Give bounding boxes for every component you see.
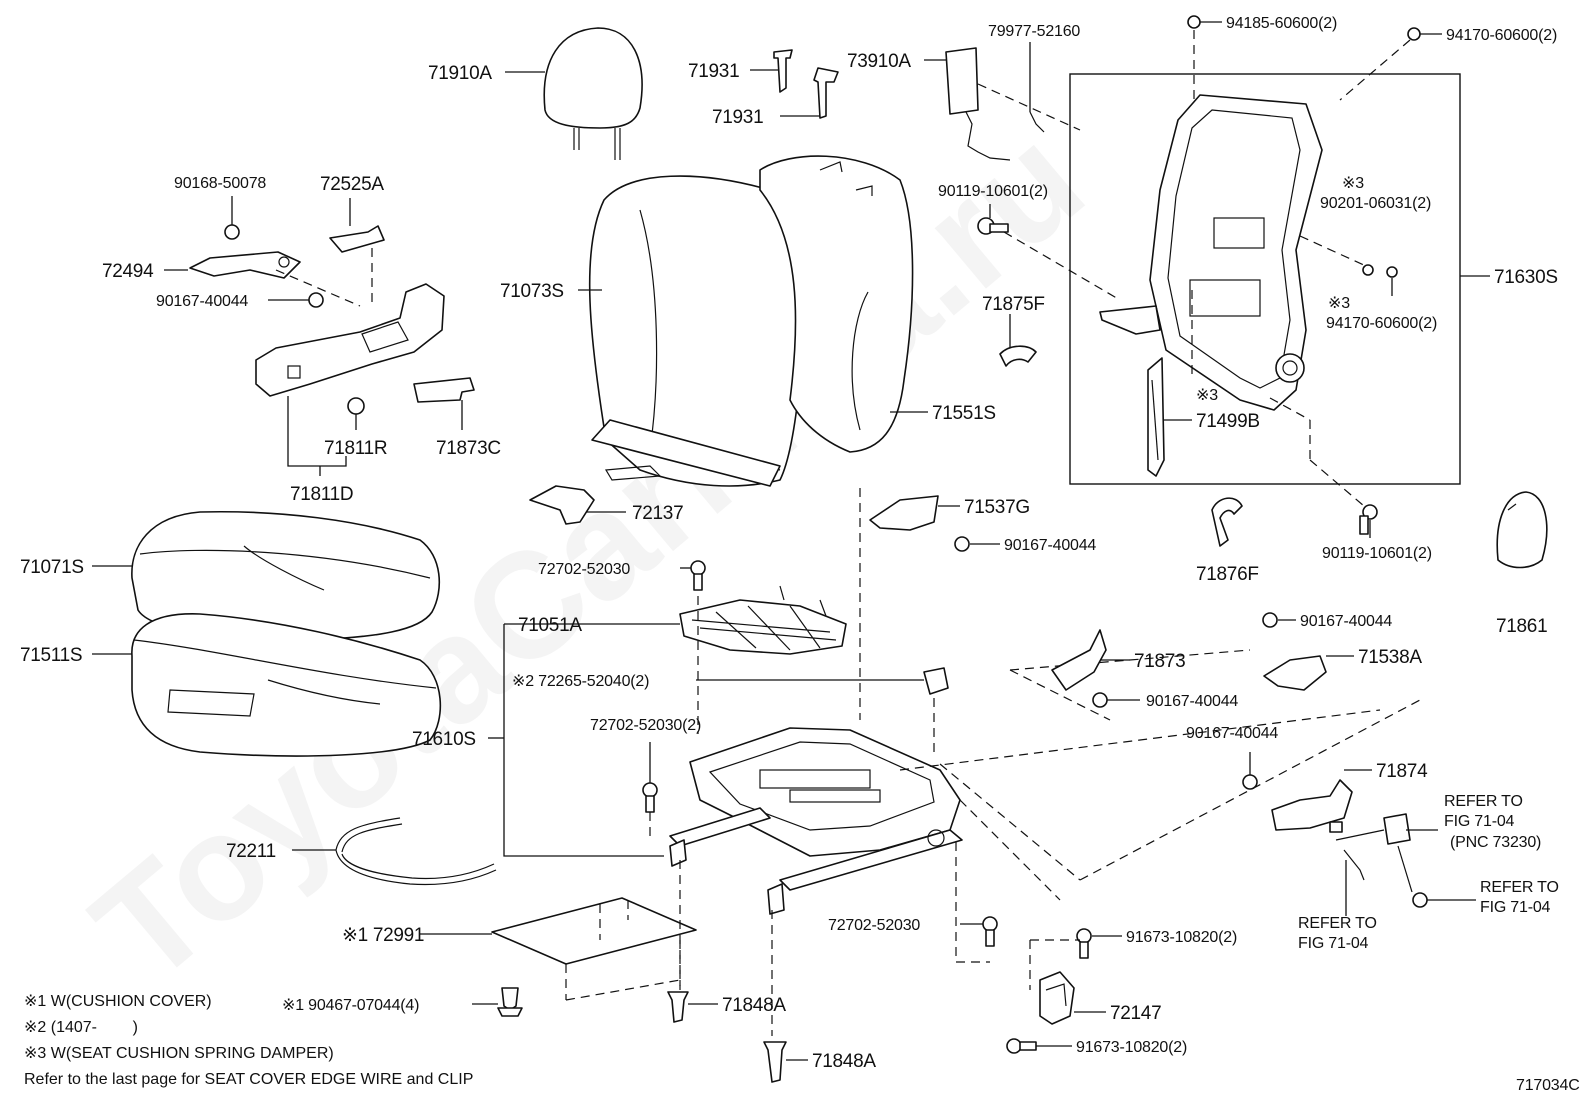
label-94170-60600-top: 94170-60600(2) [1446, 27, 1557, 44]
footnote-4: Refer to the last page for SEAT COVER ED… [24, 1071, 473, 1088]
bracket-cover-icon [1211, 497, 1243, 547]
label-71511S: 71511S [20, 645, 82, 666]
wire-icon [335, 817, 497, 886]
label-90167-40044-center: 90167-40044 [1004, 537, 1096, 554]
headrest-icon [543, 27, 643, 160]
cushion-pad-icon [131, 613, 442, 757]
label-73910A: 73910A [847, 51, 911, 72]
bracket-icon [1242, 774, 1353, 831]
recliner-cover-icon [189, 225, 475, 403]
headrest-guide-icon [773, 49, 839, 119]
label-72702-52030-mid: 72702-52030(2) [590, 717, 701, 734]
label-71848A-lower: 71848A [812, 1051, 876, 1072]
label-90167-40044-left: 90167-40044 [156, 293, 248, 310]
label-71931-upper: 71931 [688, 61, 739, 82]
label-71873C: 71873C [436, 438, 501, 459]
label-71876F: 71876F [1196, 564, 1259, 585]
label-72702-52030-bottom: 72702-52030 [828, 917, 920, 934]
seatback-frame-box [1069, 73, 1461, 485]
recliner-knob-icon [1496, 491, 1548, 569]
label-91673-10820-lower: 91673-10820(2) [1076, 1039, 1187, 1056]
label-71537G: 71537G [964, 497, 1030, 518]
cushion-cover-icon [131, 510, 441, 641]
label-71551S: 71551S [932, 403, 996, 424]
label-71499B-mark: ※3 [1196, 387, 1218, 404]
seatback-cover-icon [588, 175, 804, 487]
label-90119-10601-lower: 90119-10601(2) [1322, 545, 1432, 562]
label-72494: 72494 [102, 261, 154, 282]
refer-label-2b: FIG 71-04 [1298, 935, 1369, 952]
label-71910A: 71910A [428, 63, 492, 84]
refer-label-1b: FIG 71-04 [1444, 813, 1515, 830]
washer-icon [1362, 264, 1398, 278]
refer-label-2a: REFER TO [1298, 915, 1377, 932]
seatback-frame-icon [1099, 94, 1323, 411]
label-90167-40044-right3: 90167-40044 [1186, 725, 1278, 742]
bracket-icon [1006, 928, 1092, 1054]
label-94170-60600-mid: 94170-60600(2) [1326, 315, 1437, 332]
label-71051A: 71051A [518, 615, 582, 636]
label-94185-60600: 94185-60600(2) [1226, 15, 1337, 32]
label-71811D: 71811D [290, 484, 353, 505]
footnote-3: ※3 W(SEAT CUSHION SPRING DAMPER) [24, 1045, 334, 1062]
seatback-pad-icon [759, 155, 914, 453]
seatbelt-buckle-icon [1329, 813, 1428, 908]
label-71873: 71873 [1134, 651, 1185, 672]
label-90168-50078: 90168-50078 [174, 175, 266, 192]
label-71071S: 71071S [20, 557, 84, 578]
label-71499B: 71499B [1196, 411, 1260, 432]
label-71875F: 71875F [982, 294, 1045, 315]
side-airbag-icon [945, 47, 1045, 161]
label-72137: 72137 [632, 503, 683, 524]
label-72265-52040: ※2 72265-52040(2) [512, 673, 649, 690]
inner-cover-icon [869, 495, 970, 552]
pin-icon [667, 991, 787, 1083]
refer-label-1a: REFER TO [1444, 793, 1523, 810]
bracket-cover-icon [999, 345, 1037, 367]
label-90167-40044-right1: 90167-40044 [1300, 613, 1392, 630]
bolt-icon [977, 217, 1009, 235]
refer-label-3b: FIG 71-04 [1480, 899, 1551, 916]
label-94170-mark: ※3 [1328, 295, 1350, 312]
label-90119-10601-upper: 90119-10601(2) [938, 183, 1048, 200]
label-71874: 71874 [1376, 761, 1428, 782]
bracket-icon [1262, 612, 1327, 691]
label-71610S: 71610S [412, 729, 476, 750]
label-90467-07044: ※1 90467-07044(4) [282, 997, 419, 1014]
label-71861: 71861 [1496, 616, 1547, 637]
footnote-2: ※2 (1407- ) [24, 1019, 138, 1036]
label-90201-06031: 90201-06031(2) [1320, 195, 1431, 212]
spring-icon [1147, 357, 1165, 477]
label-91673-10820-upper: 91673-10820(2) [1126, 929, 1237, 946]
refer-label-3a: REFER TO [1480, 879, 1559, 896]
seat-adjuster-icon [669, 727, 963, 915]
bracket-icon [1051, 629, 1108, 708]
label-72147: 72147 [1110, 1003, 1161, 1024]
label-72525A: 72525A [320, 174, 384, 195]
label-71630S: 71630S [1494, 267, 1558, 288]
label-72991: ※1 72991 [342, 925, 424, 946]
clip-icon [923, 667, 949, 695]
clip-icon [497, 987, 523, 1017]
bolt-icon [642, 782, 998, 947]
cushion-spring-icon [679, 585, 847, 655]
label-71811R: 71811R [324, 438, 387, 459]
refer-label-1c: (PNC 73230) [1450, 834, 1541, 851]
footnote-1: ※1 W(CUSHION COVER) [24, 993, 212, 1010]
nut-icon [1187, 15, 1421, 41]
label-79977-52160: 79977-52160 [988, 23, 1080, 40]
cover-clip-icon [529, 485, 595, 525]
bolt-icon [1359, 504, 1378, 535]
figure-code: 717034C [1516, 1077, 1580, 1094]
label-71931-lower: 71931 [712, 107, 763, 128]
label-90201-mark: ※3 [1342, 175, 1364, 192]
label-90167-40044-right2: 90167-40044 [1146, 693, 1238, 710]
label-71848A-upper: 71848A [722, 995, 786, 1016]
cushion-board-icon [491, 897, 697, 965]
label-72211: 72211 [226, 841, 276, 862]
label-71538A: 71538A [1358, 647, 1422, 668]
label-72702-52030-top: 72702-52030 [538, 561, 630, 578]
label-71073S: 71073S [500, 281, 564, 302]
